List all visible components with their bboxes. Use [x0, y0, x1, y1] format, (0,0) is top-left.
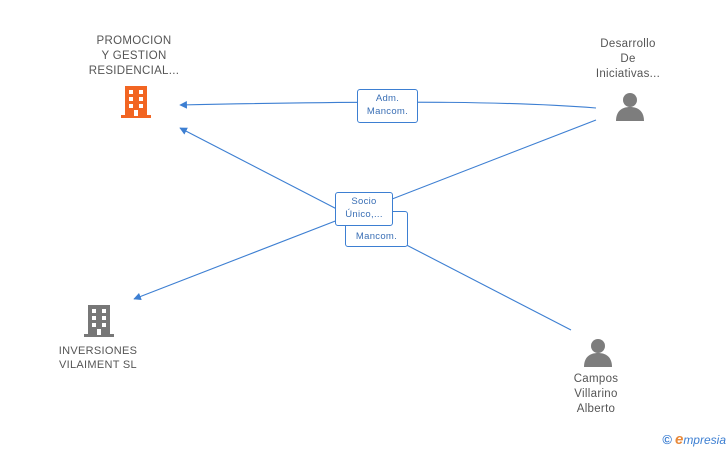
- edge-desarrollo-to-promocion: [179, 101, 597, 109]
- edge-label-socio-unico: Socio Único,...: [335, 192, 393, 226]
- copyright-icon: ©: [662, 432, 672, 447]
- edge-label-adm-mancom: Adm. Mancom.: [357, 89, 418, 123]
- node-label-inversiones[interactable]: INVERSIONES VILAIMENT SL: [58, 345, 138, 371]
- empresia-watermark: © empresia: [662, 431, 726, 448]
- empresia-logo: empresia: [674, 431, 726, 448]
- node-label-desarrollo[interactable]: Desarrollo De Iniciativas...: [595, 38, 661, 80]
- node-label-campos[interactable]: Campos Villarino Alberto: [573, 373, 619, 415]
- node-label-promocion[interactable]: PROMOCION Y GESTION RESIDENCIAL...: [88, 35, 180, 77]
- person-icon: [584, 339, 612, 367]
- building-icon: [121, 86, 151, 118]
- building-icon: [84, 305, 114, 337]
- person-icon: [616, 93, 644, 121]
